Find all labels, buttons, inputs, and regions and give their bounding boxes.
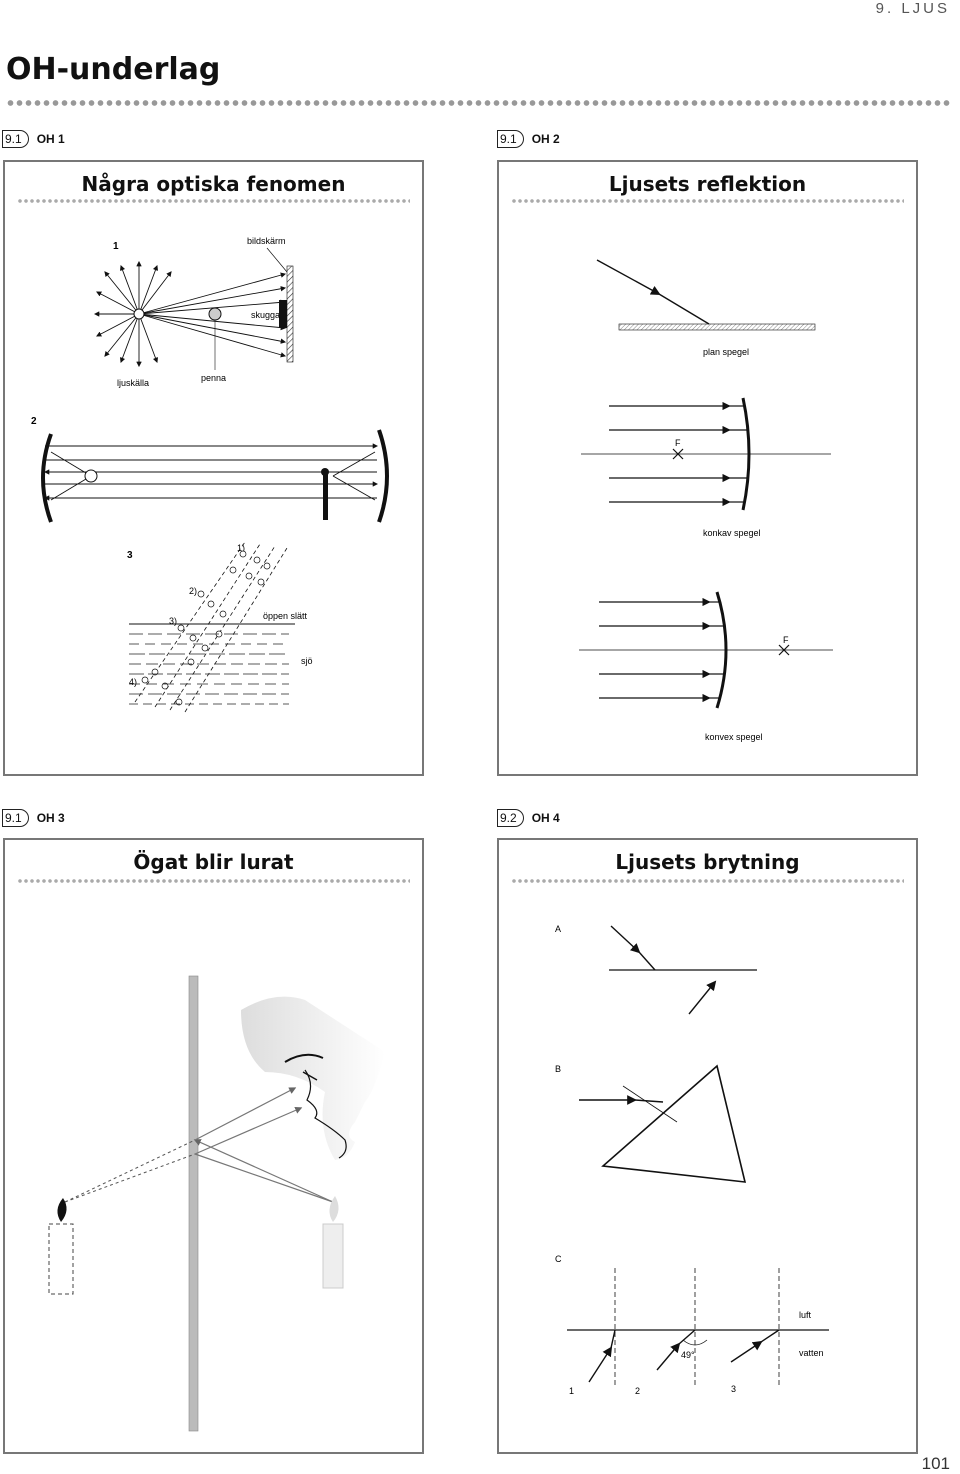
label-a: A (555, 924, 561, 934)
fig3-number: 3 (127, 550, 133, 561)
focus-label: F (783, 635, 789, 645)
plane-label: plan spegel (703, 347, 749, 357)
page-number: 101 (921, 1454, 950, 1473)
right-mirror (377, 429, 389, 523)
card-tag-oh2: 9.1 OH 2 (497, 128, 560, 150)
candle-flame (329, 1196, 339, 1222)
card-oh3: Ögat blir lurat (3, 838, 424, 1454)
eye-illusion-figure (48, 975, 385, 1432)
section-badge: 9.1 (497, 130, 524, 148)
lake-label: sjö (301, 656, 313, 666)
wave-front-lines (134, 541, 288, 713)
section-badge: 9.1 (2, 130, 29, 148)
card-dot-rule (511, 198, 904, 204)
card-title: Ögat blir lurat (133, 850, 294, 874)
concave-label: konkav spegel (703, 528, 761, 538)
convex-mirror (715, 591, 728, 709)
section-badge: 9.2 (497, 809, 524, 827)
card-dot-rule (17, 198, 410, 204)
card-tag-oh4: 9.2 OH 4 (497, 807, 560, 829)
fig2-number: 2 (31, 416, 37, 427)
air-label: luft (799, 1310, 812, 1320)
sight-lines (193, 1087, 334, 1203)
card-tag-oh1: 9.1 OH 1 (2, 128, 65, 150)
screen-label: bildskärm (247, 236, 286, 246)
step-2: 2) (189, 586, 197, 596)
glass-pane (188, 975, 199, 1432)
card-dot-rule (17, 878, 410, 884)
optical-phenomena-figure: 1 bildskärm skugga ljuskäll (31, 236, 389, 713)
step-4: 4) (129, 677, 137, 687)
shadow-label: skugga (251, 310, 280, 320)
candle (322, 1223, 344, 1289)
label-c: C (555, 1254, 562, 1264)
plain-label: öppen slätt (263, 611, 308, 621)
pen-tip (208, 307, 222, 321)
virtual-rays (64, 1139, 196, 1203)
page-title: OH-underlag (6, 52, 221, 87)
title-dot-rule (6, 99, 952, 107)
shadow (279, 300, 287, 328)
screen (286, 265, 294, 363)
ray-1-label: 1 (569, 1386, 574, 1396)
light-source (133, 308, 145, 320)
card-dot-rule (511, 878, 904, 884)
convex-rays (599, 597, 725, 703)
lake-waves (129, 633, 289, 705)
water-label: vatten (799, 1348, 824, 1358)
face-profile (304, 1069, 347, 1159)
card-oh4: Ljusets brytning A B C luf (497, 838, 918, 1454)
card-tag-oh3: 9.1 OH 3 (2, 807, 65, 829)
concave-mirror (741, 397, 751, 511)
lamp (84, 469, 98, 483)
fig1-number: 1 (113, 241, 119, 252)
card-label: OH 1 (36, 132, 65, 146)
ray-2-label: 2 (635, 1386, 640, 1396)
refraction-figure: A B C luft vatten 49° 1 2 3 (555, 924, 829, 1396)
eyebrow (284, 1053, 324, 1063)
wave-circles (141, 550, 271, 706)
left-mirror (41, 433, 53, 523)
label-b: B (555, 1064, 561, 1074)
card-label: OH 4 (531, 811, 560, 825)
match (323, 474, 328, 520)
pen-label: penna (201, 373, 226, 383)
step-1: 1) (237, 543, 245, 553)
card-title: Några optiska fenomen (81, 172, 346, 196)
card-label: OH 2 (531, 132, 560, 146)
focus-label: F (675, 438, 681, 448)
chapter-label: 9. LJUS (875, 0, 950, 17)
card-label: OH 3 (36, 811, 65, 825)
ray-3-label: 3 (731, 1384, 736, 1394)
angle-label: 49° (681, 1350, 695, 1360)
plane-mirror (618, 323, 816, 331)
section-badge: 9.1 (2, 809, 29, 827)
virtual-flame (57, 1198, 67, 1222)
step-3: 3) (169, 616, 177, 626)
source-label: ljuskälla (117, 378, 149, 388)
card-title: Ljusets reflektion (608, 172, 807, 196)
light-rays (93, 260, 287, 368)
reflection-figure: plan spegel F konkav spegel F konvex spe… (579, 259, 833, 742)
card-oh1: Några optiska fenomen 1 bildskärm (3, 160, 424, 776)
card-title: Ljusets brytning (615, 850, 800, 874)
card-oh2: Ljusets reflektion plan spegel F konkav … (497, 160, 918, 776)
convex-label: konvex spegel (705, 732, 763, 742)
prism (601, 1064, 747, 1183)
virtual-candle (48, 1223, 74, 1295)
concave-rays (609, 401, 747, 507)
